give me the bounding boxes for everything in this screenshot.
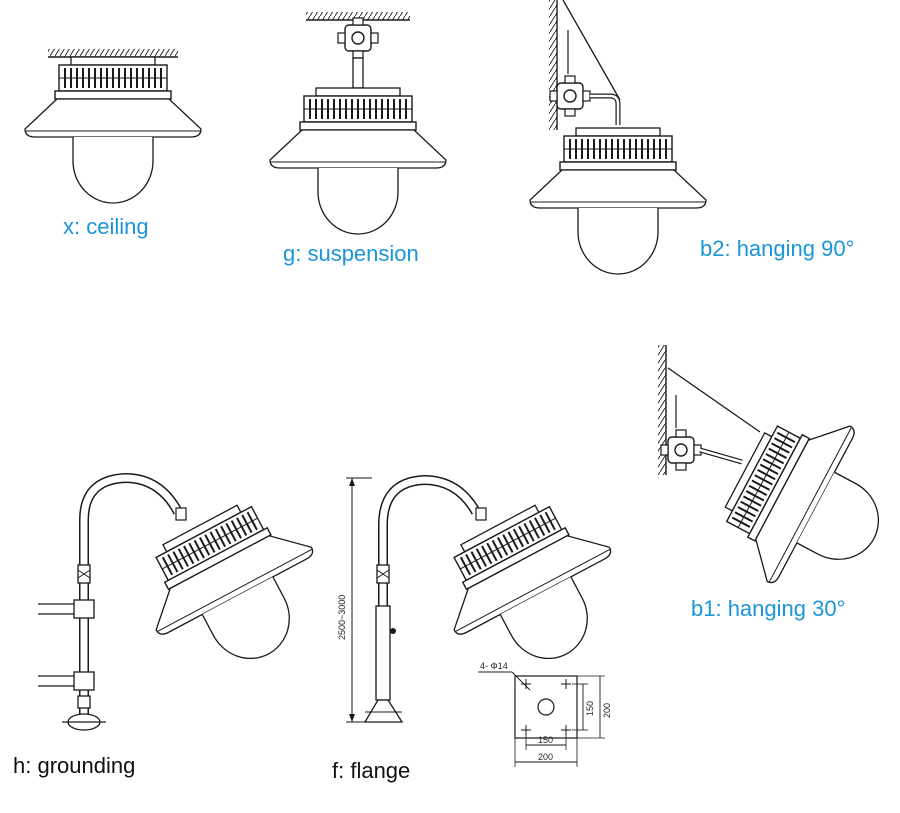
drawing-grounding-mount bbox=[38, 472, 348, 731]
drawing-flange-mount: 2500~3000 bbox=[337, 474, 646, 767]
drawing-ceiling-mount bbox=[24, 49, 202, 204]
caption-suspension: g: suspension bbox=[283, 241, 419, 266]
flange-inner-height-label: 150 bbox=[585, 701, 595, 716]
caption-grounding: h: grounding bbox=[13, 753, 136, 778]
caption-hanging-30: b1: hanging 30° bbox=[691, 596, 846, 621]
flange-plate-detail: 4- Φ14 150 200 150 200 bbox=[478, 661, 612, 767]
flange-outer-width-label: 200 bbox=[538, 752, 553, 762]
caption-hanging-90: b2: hanging 90° bbox=[700, 236, 855, 261]
flange-height-label: 2500~3000 bbox=[337, 595, 347, 640]
drawing-suspension-mount bbox=[269, 12, 447, 235]
flange-outer-height-label: 200 bbox=[602, 703, 612, 718]
drawing-hanging-90-mount bbox=[529, 0, 707, 275]
caption-flange: f: flange bbox=[332, 758, 411, 783]
drawing-hanging-30-mount bbox=[658, 345, 900, 618]
flange-inner-width-label: 150 bbox=[538, 735, 553, 745]
flange-holes-label: 4- Φ14 bbox=[480, 661, 508, 671]
caption-ceiling: x: ceiling bbox=[63, 214, 149, 239]
